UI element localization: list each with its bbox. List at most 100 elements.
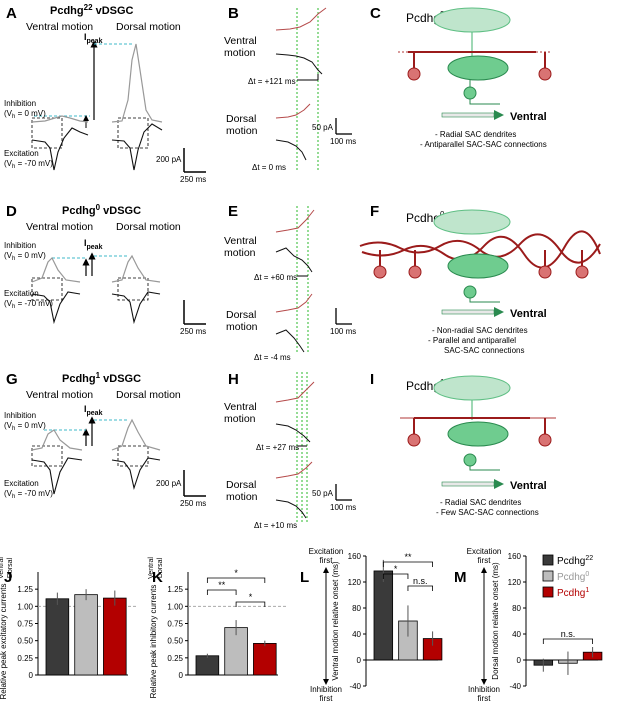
note-line: - Radial SAC dendrites <box>440 498 521 507</box>
excitation-label: Excitation <box>4 479 39 488</box>
significance-label: * <box>394 564 398 574</box>
ventral-motion-label: Ventral motion <box>26 21 93 33</box>
y-axis-label-numerator: Ventral <box>0 557 5 579</box>
scale-x-label: 250 ms <box>180 175 206 184</box>
note-line: SAC-SAC connections <box>444 346 524 355</box>
motion-label: motion <box>224 413 256 425</box>
y-tick-label: 0 <box>29 671 34 680</box>
y-tick-label: 40 <box>512 630 521 639</box>
inhibition-trace-dorsal <box>275 103 311 119</box>
significance-bracket <box>206 589 237 595</box>
scale-y-label: 200 pA <box>156 155 182 164</box>
ventral-direction-label: Ventral <box>510 111 547 123</box>
excitation-label: Excitation <box>4 149 39 158</box>
bar-pcdhg1 <box>103 597 127 676</box>
inhibition-label: Inhibition <box>4 411 36 420</box>
delta-t-label: Δt = +60 ms <box>254 273 297 282</box>
significance-label: n.s. <box>561 629 576 639</box>
y-tick-label: 120 <box>508 578 522 587</box>
dorsal-label: Dorsal <box>226 309 256 321</box>
inhibition-label: Inhibition <box>4 241 36 250</box>
y-tick-label: 80 <box>512 604 521 613</box>
excitation-label: Excitation <box>4 289 39 298</box>
inhibition-first-label: first <box>320 694 334 703</box>
y-axis-label-denominator: Dorsal <box>7 557 14 578</box>
significance-bracket <box>542 638 593 644</box>
ventral-motion-label: Ventral motion <box>26 389 93 401</box>
significance-label: * <box>249 592 253 602</box>
ipeak-label: Ipeak <box>84 32 103 45</box>
note-line: - Non-radial SAC dendrites <box>432 326 528 335</box>
bar-pcdhg22 <box>195 655 220 676</box>
y-tick-label: 1.00 <box>167 602 183 611</box>
ventral-label: Ventral <box>224 235 257 247</box>
scale-x-label: 100 ms <box>330 503 356 512</box>
excitation-vh-label: (Vh = -70 mV) <box>4 489 53 500</box>
panel-letter: J <box>4 569 12 586</box>
excitation-first-label: first <box>320 556 334 565</box>
panel-i: I Pcdhg1 Ventral - Radial SAC dendrites … <box>370 371 556 517</box>
y-tick-label: 1.25 <box>167 585 183 594</box>
scale-x-label: 100 ms <box>330 327 356 336</box>
y-axis-label: Dorsal motion relative onset (ms) <box>491 562 500 680</box>
inhibition-vh-label: (Vh = 0 mV) <box>4 109 46 120</box>
panel-letter: B <box>228 5 239 22</box>
significance-bracket <box>206 577 266 583</box>
motion-label: motion <box>226 491 258 503</box>
panel-letter: C <box>370 5 381 22</box>
dorsal-motion-label: Dorsal motion <box>116 221 181 233</box>
y-tick-label: 1.25 <box>17 585 33 594</box>
panel-letter: E <box>228 203 238 220</box>
delta-t-label: Δt = 0 ms <box>252 163 286 172</box>
y-tick-label: 40 <box>352 630 361 639</box>
motion-label: motion <box>226 321 258 333</box>
significance-label: ** <box>218 580 226 590</box>
panel-letter: L <box>300 569 309 586</box>
inhibition-first-label: Inhibition <box>310 685 342 694</box>
significance-bracket <box>382 561 433 567</box>
excitation-vh-label: (Vh = -70 mV) <box>4 159 53 170</box>
panel-letter: H <box>228 371 239 388</box>
delta-t-label: Δt = -4 ms <box>254 353 291 362</box>
y-tick-label: 0.25 <box>167 654 183 663</box>
scale-x-label: 250 ms <box>180 327 206 336</box>
y-tick-label: 0.75 <box>17 620 33 629</box>
inhibition-vh-label: (Vh = 0 mV) <box>4 251 46 262</box>
dorsal-motion-label: Dorsal motion <box>116 389 181 401</box>
inhibition-first-label: first <box>478 694 492 703</box>
bar-pcdhg1 <box>253 643 277 676</box>
y-tick-label: 0.50 <box>167 637 183 646</box>
significance-bracket <box>407 585 433 591</box>
excitation-vh-label: (Vh = -70 mV) <box>4 299 53 310</box>
excitation-trace-ventral <box>31 127 89 171</box>
legend-swatch <box>542 586 554 598</box>
motion-label: motion <box>224 247 256 259</box>
legend-label: Pcdhg22 <box>557 555 593 567</box>
panel-m: M Excitation first Inhibition first -400… <box>454 547 603 703</box>
panel-letter: K <box>152 569 163 586</box>
inhibition-label: Inhibition <box>4 99 36 108</box>
dorsal-label: Dorsal <box>226 479 256 491</box>
ventral-direction-label: Ventral <box>510 308 547 320</box>
panel-a: A Pcdhg22 vDSGC Ventral motion Dorsal mo… <box>4 3 206 184</box>
panel-letter: F <box>370 203 379 220</box>
y-tick-label: 160 <box>348 552 362 561</box>
legend-label: Pcdhg0 <box>557 571 589 583</box>
dorsal-motion-label: Dorsal motion <box>116 21 181 33</box>
bar-pcdhg22 <box>373 570 394 661</box>
significance-label: n.s. <box>413 576 428 586</box>
y-tick-label: 0.75 <box>167 620 183 629</box>
panel-letter: A <box>6 5 17 22</box>
scale-y-label: 200 pA <box>156 479 182 488</box>
delta-t-label: Δt = +121 ms <box>248 77 296 86</box>
y-tick-label: 1.00 <box>17 602 33 611</box>
significance-bracket <box>235 601 266 607</box>
inhibition-trace-ventral <box>31 115 89 123</box>
motion-label: motion <box>226 125 258 137</box>
